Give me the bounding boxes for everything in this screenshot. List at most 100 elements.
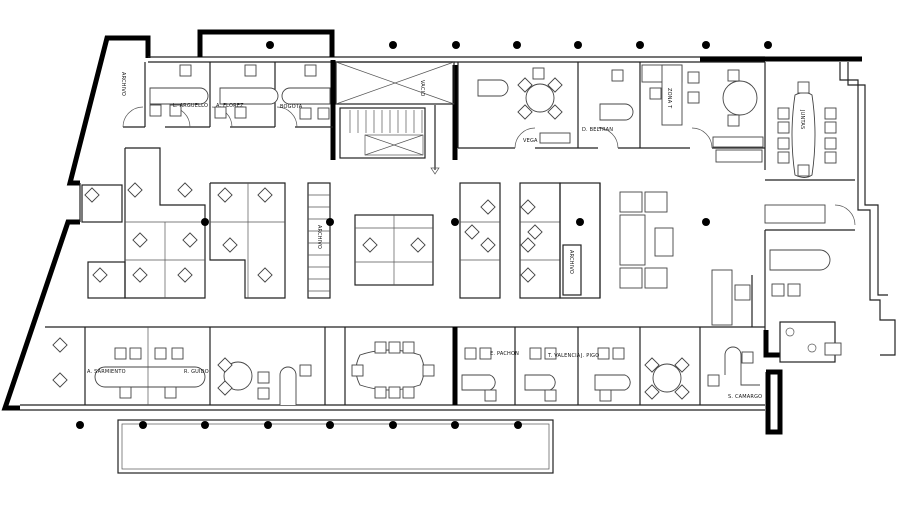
chair (777, 151, 790, 164)
chair (132, 232, 148, 248)
label-zone-t: ZONA T (666, 88, 672, 109)
balcony (117, 419, 554, 474)
chair (529, 347, 542, 360)
label-office-pigo: J. PIGO (580, 353, 599, 359)
chair (257, 187, 273, 203)
chair (422, 364, 435, 377)
stair-core (330, 60, 458, 175)
chair (171, 347, 184, 360)
chair (824, 121, 837, 134)
chair (52, 337, 68, 353)
chair (687, 91, 700, 104)
structural-columns (76, 41, 772, 429)
chair (612, 347, 625, 360)
chair (217, 357, 233, 373)
chair (520, 267, 536, 283)
column (514, 421, 522, 429)
chair (674, 357, 690, 373)
chair (177, 267, 193, 283)
chair (727, 114, 740, 127)
chair (777, 121, 790, 134)
label-meeting-room: JUNTAS (799, 109, 805, 129)
chair (177, 182, 193, 198)
chair (480, 237, 496, 253)
chair (464, 224, 480, 240)
column (389, 421, 397, 429)
label-archive: ARCHIVO (120, 72, 126, 96)
chair (707, 374, 720, 387)
chair (217, 380, 233, 396)
column (702, 41, 710, 49)
chair (317, 107, 330, 120)
chair (687, 71, 700, 84)
column (764, 41, 772, 49)
chair (674, 384, 690, 400)
column (702, 218, 710, 226)
chair (644, 384, 660, 400)
label-office-guido: R. GUIDO (184, 369, 209, 375)
column (574, 41, 582, 49)
chair (132, 267, 148, 283)
label-office-beltran: D. BELTRAN (582, 127, 613, 133)
chair (520, 199, 536, 215)
chair (169, 104, 182, 117)
chair (824, 151, 837, 164)
chair (797, 164, 810, 177)
chair (644, 357, 660, 373)
column (451, 218, 459, 226)
column (139, 421, 147, 429)
chair (402, 341, 415, 354)
column (513, 41, 521, 49)
chair (149, 104, 162, 117)
column (326, 421, 334, 429)
column (326, 218, 334, 226)
chair (119, 386, 132, 399)
label-void: VACIO (419, 80, 425, 96)
label-office-valencia: T. VALENCIA (547, 353, 581, 359)
chair (374, 341, 387, 354)
top-offices (122, 62, 855, 181)
chair (547, 104, 563, 120)
chair (114, 347, 127, 360)
chair (164, 386, 177, 399)
chair (154, 347, 167, 360)
column (389, 41, 397, 49)
chair (388, 341, 401, 354)
column (576, 218, 584, 226)
chair (741, 351, 754, 364)
chair (92, 267, 108, 283)
furniture (52, 64, 837, 402)
chair (484, 389, 497, 402)
label-office-bogota: BOGOTA (280, 104, 303, 110)
label-storage-right: ARCHIVO (568, 250, 574, 274)
chair (544, 389, 557, 402)
column (201, 421, 209, 429)
chair (599, 389, 612, 402)
chair (517, 77, 533, 93)
label-office-arguello: L. ARGUELLO (173, 103, 208, 109)
chair (402, 386, 415, 399)
column (451, 421, 459, 429)
right-zone (711, 204, 856, 363)
bottom-offices (45, 79, 765, 405)
label-storage-left: ARCHIVO (316, 225, 322, 249)
chair (824, 137, 837, 150)
chair (304, 64, 317, 77)
chair (777, 137, 790, 150)
chair (597, 347, 610, 360)
exterior-walls (1, 29, 896, 435)
chair (244, 64, 257, 77)
label-office-florez: A. FLOREZ (216, 103, 244, 109)
chair (222, 237, 238, 253)
chair (544, 347, 557, 360)
label-office-sarmiento: A. SARMIENTO (87, 369, 126, 375)
column (76, 421, 84, 429)
chair (299, 107, 312, 120)
column (266, 41, 274, 49)
chair (182, 232, 198, 248)
chair (351, 364, 364, 377)
label-office-camargo: S. CAMARGO (728, 394, 762, 400)
chair (129, 347, 142, 360)
chair (520, 237, 536, 253)
